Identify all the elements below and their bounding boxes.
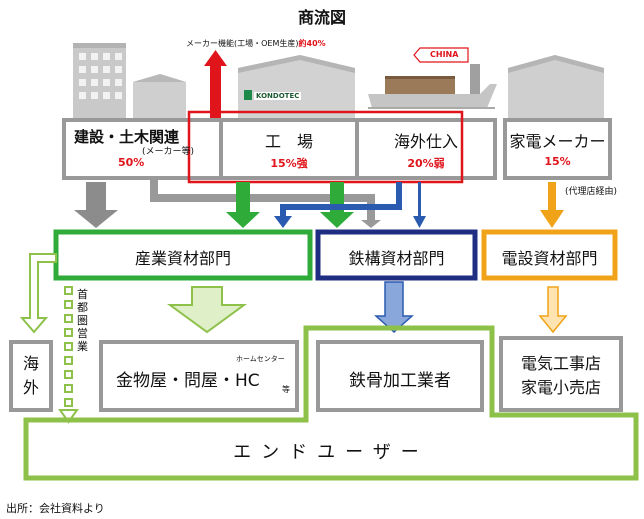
customer-box-electrical (499, 336, 623, 412)
source-value-construction: 50% (118, 156, 145, 169)
overseas-flow-arrow (19, 253, 57, 334)
blue-flow-arrows (274, 182, 426, 228)
maker-function-arrow (204, 50, 227, 124)
end-user-channel-outline (23, 325, 639, 481)
electrical-down-arrow (538, 286, 568, 334)
dept-label-electrical: 電設資材部門 (501, 249, 598, 268)
end-user-label: エンドユーザー (233, 442, 429, 463)
customer-label-overseas: 海外 (23, 354, 40, 397)
source-box-overseas (355, 118, 497, 180)
maker-function-value: 約40% (298, 39, 326, 48)
maker-function-text: メーカー機能(工場・OEM生産) (186, 39, 299, 48)
customer-ruby-hardware: ホームセンター (236, 355, 285, 363)
customer-box-overseas (9, 340, 53, 412)
diagram-title: 商流図 (297, 8, 346, 27)
dept-label-industrial: 産業資材部門 (134, 249, 231, 268)
source-box-appliance (503, 118, 612, 180)
dept-label-steel: 鉄構資材部門 (348, 249, 445, 268)
source-label-factory: 工 場 (264, 132, 313, 151)
source-value-overseas: 20%弱 (407, 157, 445, 170)
source-sub-construction: (メーカー等) (142, 147, 195, 157)
orange-flow-arrow (540, 182, 564, 228)
source-label-overseas: 海外仕入 (393, 132, 458, 151)
cargo-ship-illustration (368, 47, 497, 109)
source-value-factory: 15%強 (270, 157, 308, 170)
source-note: 出所：会社資料より (6, 502, 105, 515)
factory-illustration (238, 55, 355, 121)
capital-area-dots (58, 286, 79, 424)
large-warehouse-illustration (508, 55, 604, 121)
industrial-down-arrow (166, 286, 248, 334)
dept-box-electrical (481, 229, 618, 281)
customer-label-electrical-2: 家電小売店 (520, 378, 601, 397)
maker-function-note: メーカー機能(工場・OEM生産)約40% (186, 38, 326, 49)
small-warehouse-illustration (133, 74, 186, 121)
source-box-construction (62, 118, 223, 180)
maker-function-highlight (187, 110, 464, 184)
source-label-construction: 建設・土木関連 (74, 128, 180, 146)
customer-suffix-hardware: 等 (282, 385, 290, 394)
customer-box-steel-fab (316, 340, 484, 412)
office-building-illustration (73, 43, 126, 121)
logo-text: KONDOTEC (254, 92, 302, 100)
customer-label-steel-fab: 鉄骨加工業者 (349, 371, 451, 391)
source-value-appliance: 15% (544, 155, 571, 168)
customer-label-electrical-1: 電気工事店 (520, 354, 601, 373)
customer-box-hardware (99, 340, 299, 412)
dept-box-steel (315, 229, 478, 281)
ship-label: CHINA (430, 50, 459, 59)
capital-area-label: 首都圏営業 (77, 288, 88, 353)
source-label-appliance: 家電メーカー (509, 132, 606, 151)
agent-note: (代理店経由) (565, 187, 618, 197)
customer-label-hardware: 金物屋・問屋・HC (116, 371, 260, 391)
steel-down-arrow (374, 281, 414, 334)
